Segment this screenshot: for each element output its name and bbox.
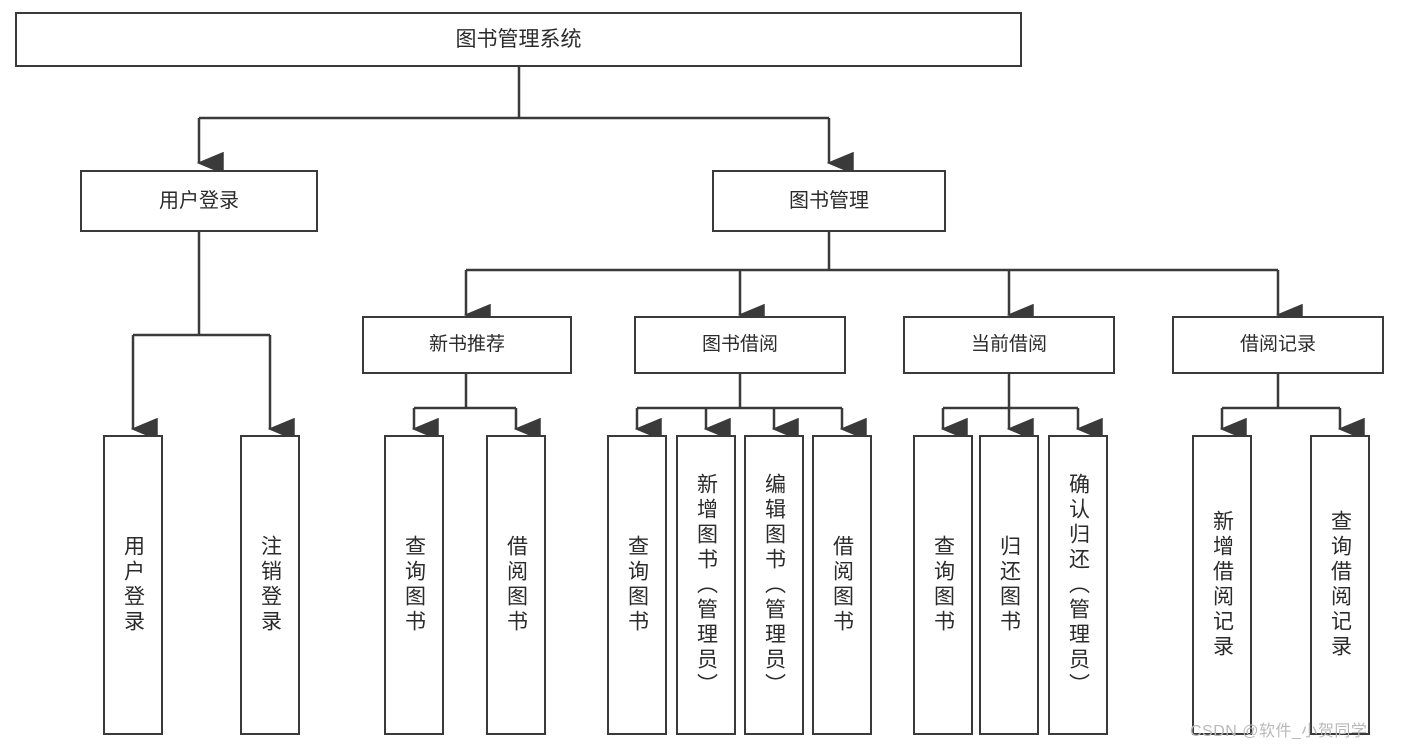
leaf-query-book-current[interactable]: 查询图书 (913, 435, 973, 735)
node-label: 新增借阅记录 (1210, 510, 1234, 660)
node-label: 图书借阅 (701, 334, 778, 356)
node-user-login[interactable]: 用户登录 (80, 170, 318, 232)
node-current-borrow[interactable]: 当前借阅 (903, 316, 1115, 374)
node-book-borrow[interactable]: 图书借阅 (634, 316, 846, 374)
leaf-edit-book-admin[interactable]: 编辑图书（管理员） (744, 435, 804, 735)
node-label: 查询借阅记录 (1328, 510, 1352, 660)
node-new-book-recommend[interactable]: 新书推荐 (362, 316, 572, 374)
node-label: 图书管理系统 (455, 27, 582, 51)
node-label: 注销登录 (258, 535, 282, 635)
leaf-borrow-book-recommend[interactable]: 借阅图书 (486, 435, 546, 735)
leaf-add-borrow-record[interactable]: 新增借阅记录 (1192, 435, 1252, 735)
leaf-query-book-borrow[interactable]: 查询图书 (607, 435, 667, 735)
node-book-management[interactable]: 图书管理 (712, 170, 946, 232)
node-label: 用户登录 (121, 535, 145, 635)
leaf-query-book-recommend[interactable]: 查询图书 (384, 435, 444, 735)
leaf-add-book-admin[interactable]: 新增图书（管理员） (676, 435, 736, 735)
node-label: 借阅记录 (1239, 334, 1316, 356)
node-root-system[interactable]: 图书管理系统 (15, 12, 1022, 67)
node-label: 编辑图书（管理员） (762, 472, 786, 698)
leaf-logout[interactable]: 注销登录 (240, 435, 300, 735)
node-label: 新增图书（管理员） (694, 472, 718, 698)
node-label: 用户登录 (159, 189, 239, 212)
node-label: 查询图书 (931, 535, 955, 635)
leaf-return-book[interactable]: 归还图书 (979, 435, 1039, 735)
node-label: 查询图书 (402, 535, 426, 635)
node-label: 确认归还（管理员） (1066, 472, 1090, 698)
node-label: 当前借阅 (970, 334, 1047, 356)
leaf-query-borrow-record[interactable]: 查询借阅记录 (1310, 435, 1370, 735)
leaf-user-login[interactable]: 用户登录 (103, 435, 163, 735)
node-label: 借阅图书 (504, 535, 528, 635)
node-borrow-record[interactable]: 借阅记录 (1172, 316, 1384, 374)
leaf-confirm-return-admin[interactable]: 确认归还（管理员） (1048, 435, 1108, 735)
node-label: 新书推荐 (428, 334, 505, 356)
node-label: 归还图书 (997, 535, 1021, 635)
watermark-text: CSDN @软件_小贺同学 (1190, 723, 1368, 740)
node-label: 查询图书 (625, 535, 649, 635)
node-label: 图书管理 (789, 189, 869, 212)
leaf-borrow-book[interactable]: 借阅图书 (812, 435, 872, 735)
node-label: 借阅图书 (830, 535, 854, 635)
